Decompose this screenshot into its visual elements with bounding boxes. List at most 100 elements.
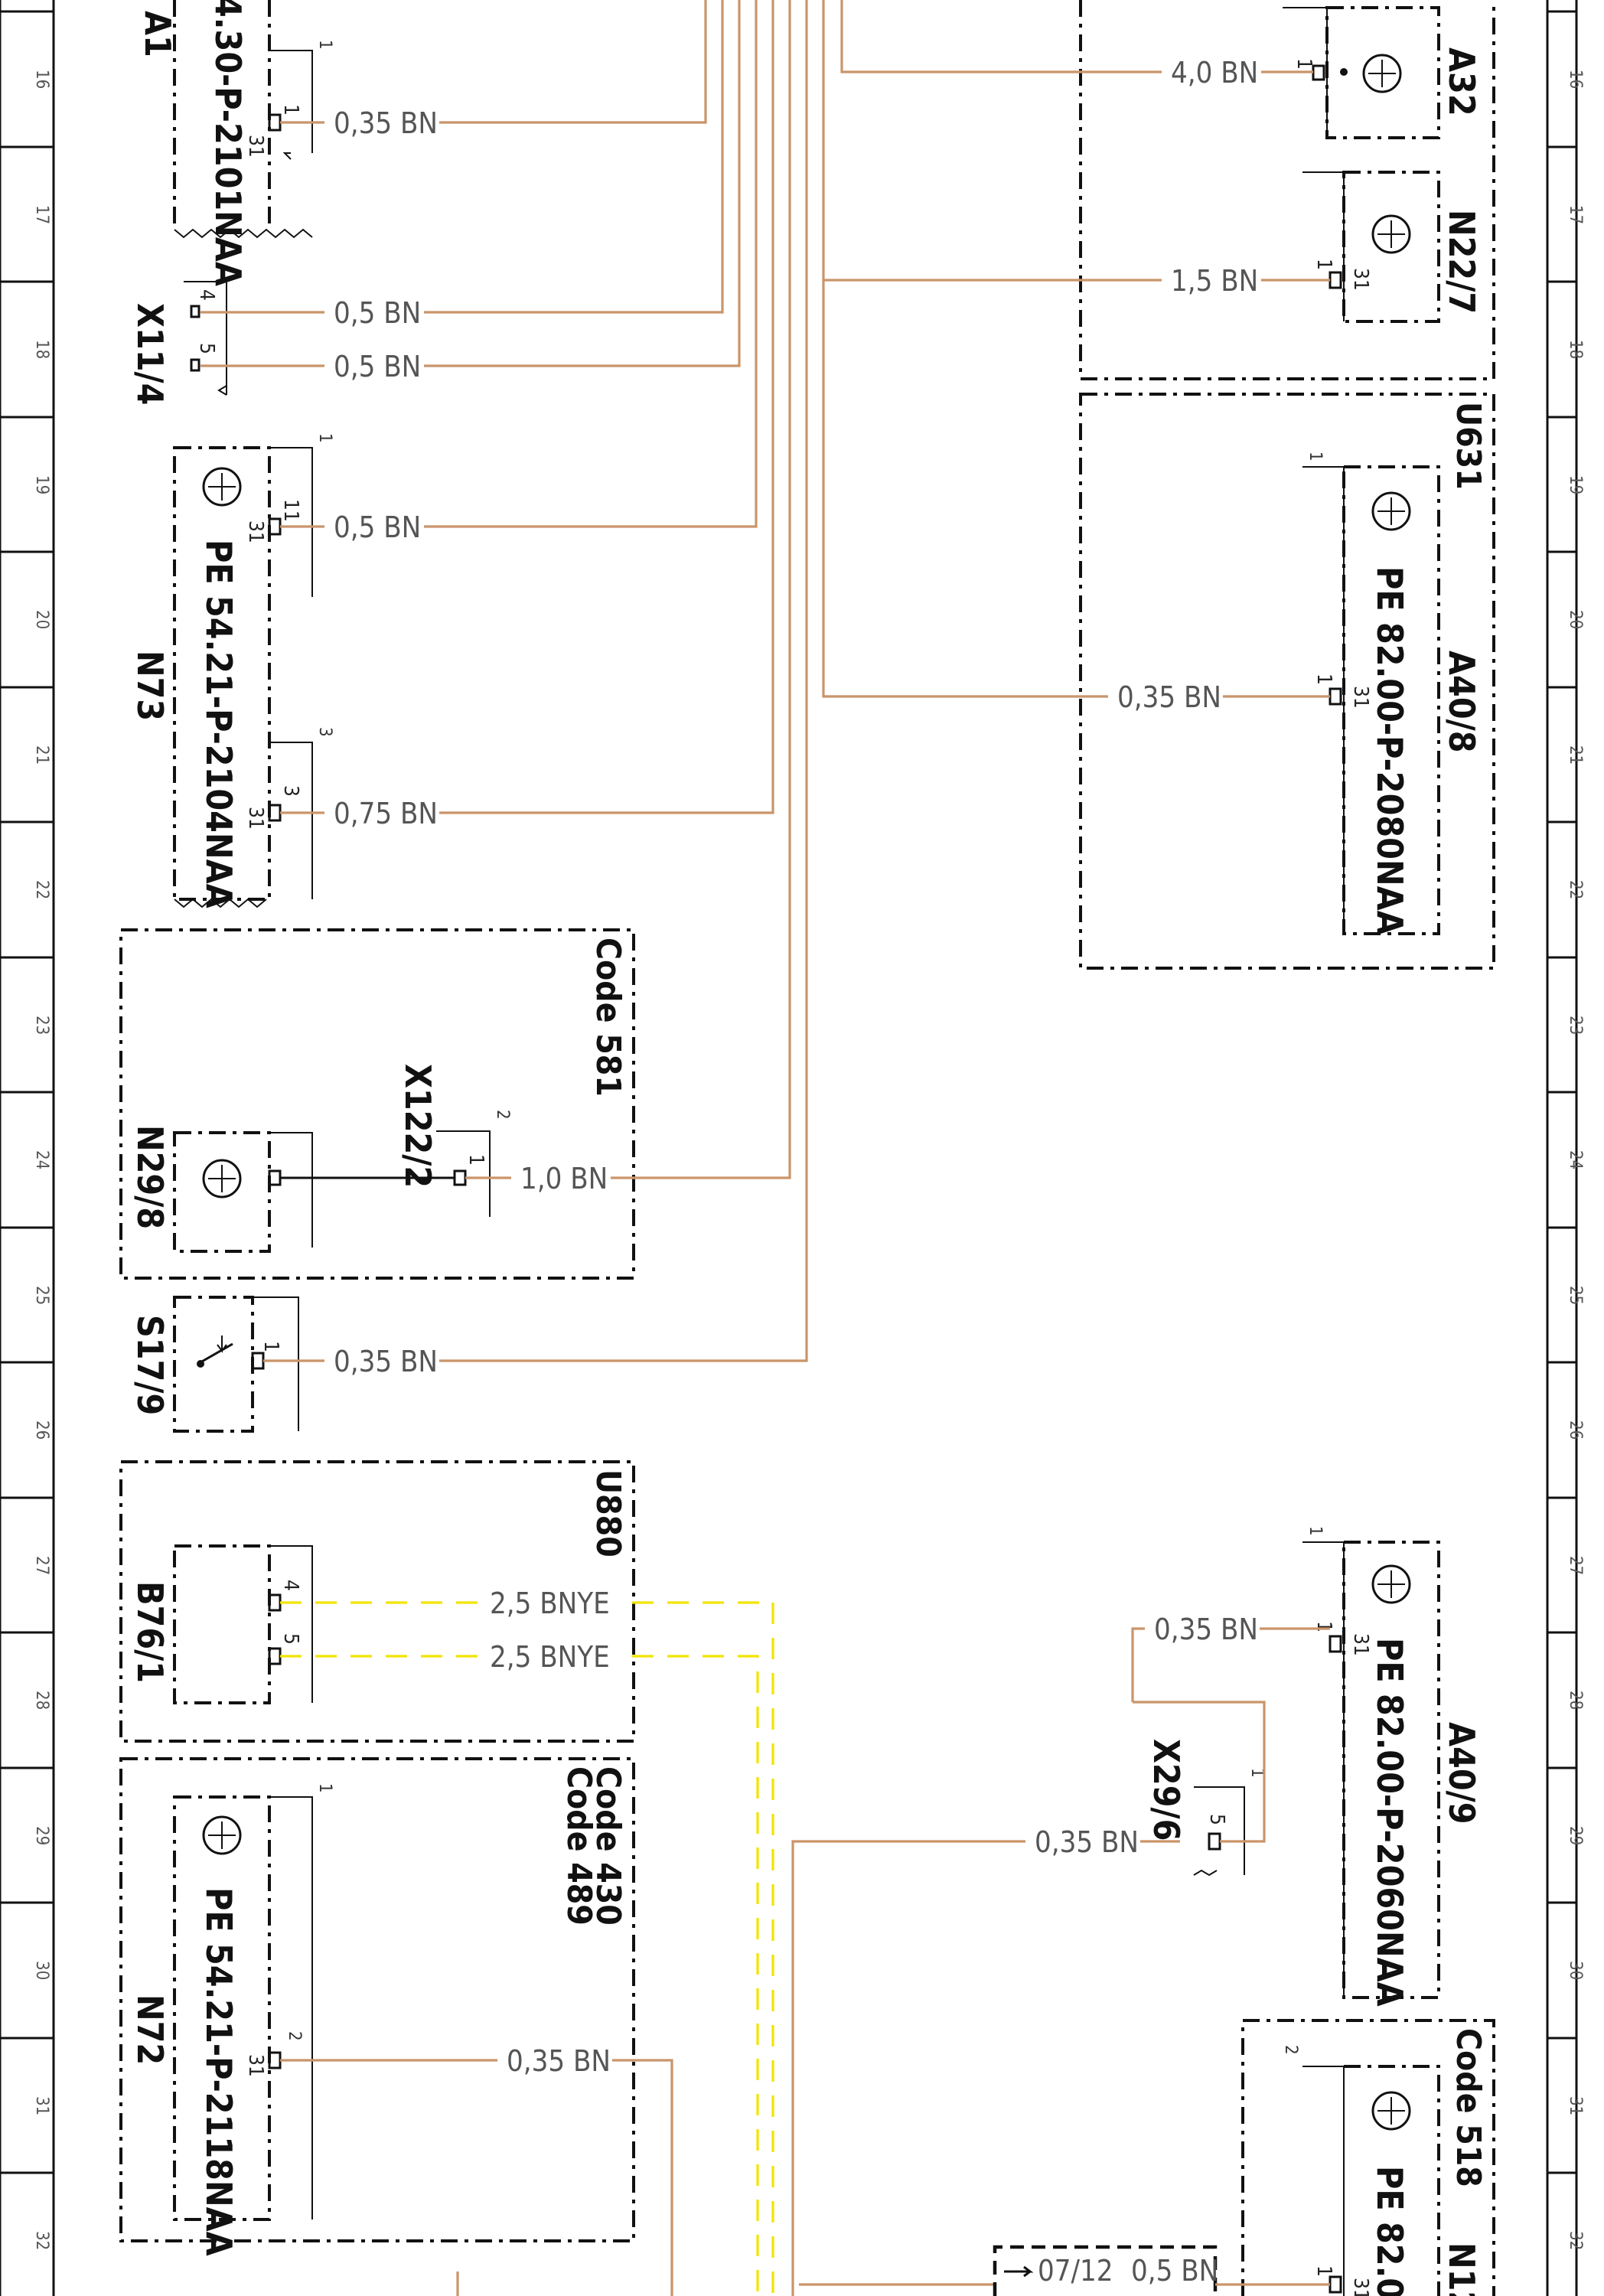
ruler-number: 16 — [32, 70, 51, 89]
ruler-number: 24 — [1566, 1150, 1585, 1169]
svg-text:31: 31 — [1349, 1633, 1372, 1656]
wire-x11-4-p5-label: 0,5 BN — [334, 350, 421, 383]
ruler-number: 16 — [1566, 70, 1585, 89]
ruler-number: 32 — [1566, 2231, 1585, 2250]
ruler-number: 19 — [32, 475, 51, 494]
ref-07-12-label: 07/12 — [1038, 2254, 1113, 2288]
svg-text:1: 1 — [1306, 1526, 1325, 1536]
wire-b76-1-p4-label: 2,5 BNYE — [490, 1587, 610, 1620]
wire-a1-label: 0,35 BN — [334, 106, 438, 140]
a1-label: A1 — [137, 11, 178, 57]
svg-text:31: 31 — [1349, 686, 1372, 709]
svg-text:1: 1 — [1312, 673, 1335, 685]
svg-text:1: 1 — [465, 1154, 487, 1166]
wire-n72-label: 0,35 BN — [507, 2044, 611, 2078]
svg-text:3: 3 — [315, 727, 334, 737]
n72-label: N72 — [129, 1994, 171, 2065]
switch-s17-9: S17/9 1 — [129, 1296, 299, 1433]
wire-n73-p3-label: 0,75 BN — [334, 797, 438, 830]
u880-label: U880 — [588, 1469, 628, 1557]
svg-text:1: 1 — [1247, 1768, 1267, 1778]
ref-07-12-wire-label: 0,5 BN — [1131, 2254, 1218, 2288]
ruler-number: 29 — [1566, 1826, 1585, 1845]
wire-a32-label: 4,0 BN — [1171, 56, 1258, 90]
u631-box: U631 A40/8 PE 82.00-P-2080NAA 1 1 31 — [1079, 393, 1495, 970]
n12-label: N12 — [1441, 2242, 1482, 2296]
code-518-label: Code 518 — [1449, 2028, 1488, 2187]
ruler-number: 17 — [32, 205, 51, 224]
x122-2-label: X122/2 — [397, 1064, 438, 1188]
reference-07-12 — [993, 2245, 1218, 2296]
wire-labels: 0,35 BN 0,5 BN 0,5 BN 0,5 BN 0,75 BN 1,0… — [324, 55, 1261, 2288]
s17-9-label: S17/9 — [129, 1315, 171, 1415]
ruler-number: 25 — [32, 1286, 51, 1305]
a1-doc: 4.30-P-2101NAA — [207, 0, 249, 286]
wiring-left — [200, 0, 1180, 2296]
connector-x29-6: X29/6 1 5 — [1146, 1739, 1267, 1877]
svg-text:5: 5 — [195, 343, 218, 354]
svg-text:3: 3 — [279, 785, 302, 797]
ruler-number: 20 — [32, 610, 51, 629]
code-430-label: Code 430 — [588, 1766, 628, 1926]
code-430-489-box: Code 430 Code 489 N72 PE 54.21-P-2118NAA… — [119, 1757, 635, 2256]
ruler-number: 24 — [32, 1150, 51, 1169]
wire-b76-1-p5-label: 2,5 BNYE — [490, 1640, 610, 1674]
wire-n29-8-label: 1,0 BN — [520, 1162, 608, 1195]
svg-text:31: 31 — [244, 135, 267, 158]
ruler-number: 25 — [1566, 1286, 1585, 1305]
wire-n73-p11-label: 0,5 BN — [334, 510, 421, 544]
ruler-number: 28 — [32, 1691, 51, 1710]
ruler-number: 21 — [1566, 745, 1585, 765]
a40-8-label: A40/8 — [1441, 651, 1482, 753]
svg-text:31: 31 — [1349, 268, 1372, 291]
ruler-number: 28 — [1566, 1691, 1585, 1710]
n29-8-label: N29/8 — [129, 1125, 171, 1229]
ruler-number: 20 — [1566, 610, 1585, 629]
ruler-number: 27 — [1566, 1556, 1585, 1575]
wire-s17-9-label: 0,35 BN — [334, 1345, 438, 1378]
wire-a40-9-label: 0,35 BN — [1154, 1613, 1258, 1646]
ruler-number: 31 — [32, 2096, 51, 2115]
svg-text:11: 11 — [279, 499, 302, 522]
ruler-number: 30 — [1566, 1961, 1585, 1980]
svg-text:1: 1 — [315, 40, 334, 50]
code-489-label: Code 489 — [559, 1766, 598, 1926]
svg-text:1: 1 — [1312, 2265, 1335, 2277]
upper-right-box: A32 1 N22/7 1 31 — [1079, 0, 1495, 380]
wire-x11-4-p4-label: 0,5 BN — [334, 296, 421, 330]
component-n73: N73 PE 54.21-P-2104NAA 1 3 11 3 31 31 — [129, 433, 334, 908]
a40-9-label: A40/9 — [1441, 1722, 1482, 1825]
u880-box: U880 B76/1 4 5 — [119, 1460, 635, 1743]
connector-x11-4: X11/4 4 5 — [129, 281, 227, 405]
svg-text:1: 1 — [1312, 1621, 1335, 1632]
b76-1-label: B76/1 — [129, 1581, 171, 1683]
ruler-number: 17 — [1566, 205, 1585, 224]
ruler-number: 21 — [32, 745, 51, 765]
svg-text:1: 1 — [1306, 452, 1325, 461]
ruler-number: 23 — [1566, 1016, 1585, 1035]
svg-text:1: 1 — [259, 1341, 282, 1352]
svg-text:2: 2 — [1281, 2045, 1300, 2055]
n73-doc: PE 54.21-P-2104NAA — [198, 540, 240, 908]
code-581-box: Code 581 N29/8 X122/2 2 1 — [119, 928, 635, 1280]
code-581-label: Code 581 — [588, 938, 628, 1097]
ruler-number: 18 — [1566, 340, 1585, 359]
svg-text:31: 31 — [244, 807, 267, 830]
n73-label: N73 — [129, 651, 171, 721]
svg-text:1: 1 — [315, 1783, 334, 1793]
a32-label: A32 — [1441, 47, 1482, 116]
svg-text:31: 31 — [1349, 2278, 1372, 2296]
svg-text:1: 1 — [1312, 259, 1335, 270]
code-518-box: Code 518 N12 PE 82.0 2 1 31 — [1241, 2019, 1495, 2296]
ruler-number: 31 — [1566, 2096, 1585, 2115]
wire-n22-7-label: 1,5 BN — [1171, 264, 1258, 298]
svg-text:31: 31 — [244, 2054, 267, 2077]
svg-text:4: 4 — [279, 1580, 302, 1591]
a40-9-doc: PE 82.00-P-2060NAA — [1369, 1638, 1410, 2007]
n12-doc: PE 82.0 — [1369, 2166, 1410, 2296]
ruler-number: 22 — [32, 880, 51, 899]
ruler-number: 29 — [32, 1826, 51, 1845]
ruler-number: 27 — [32, 1556, 51, 1575]
